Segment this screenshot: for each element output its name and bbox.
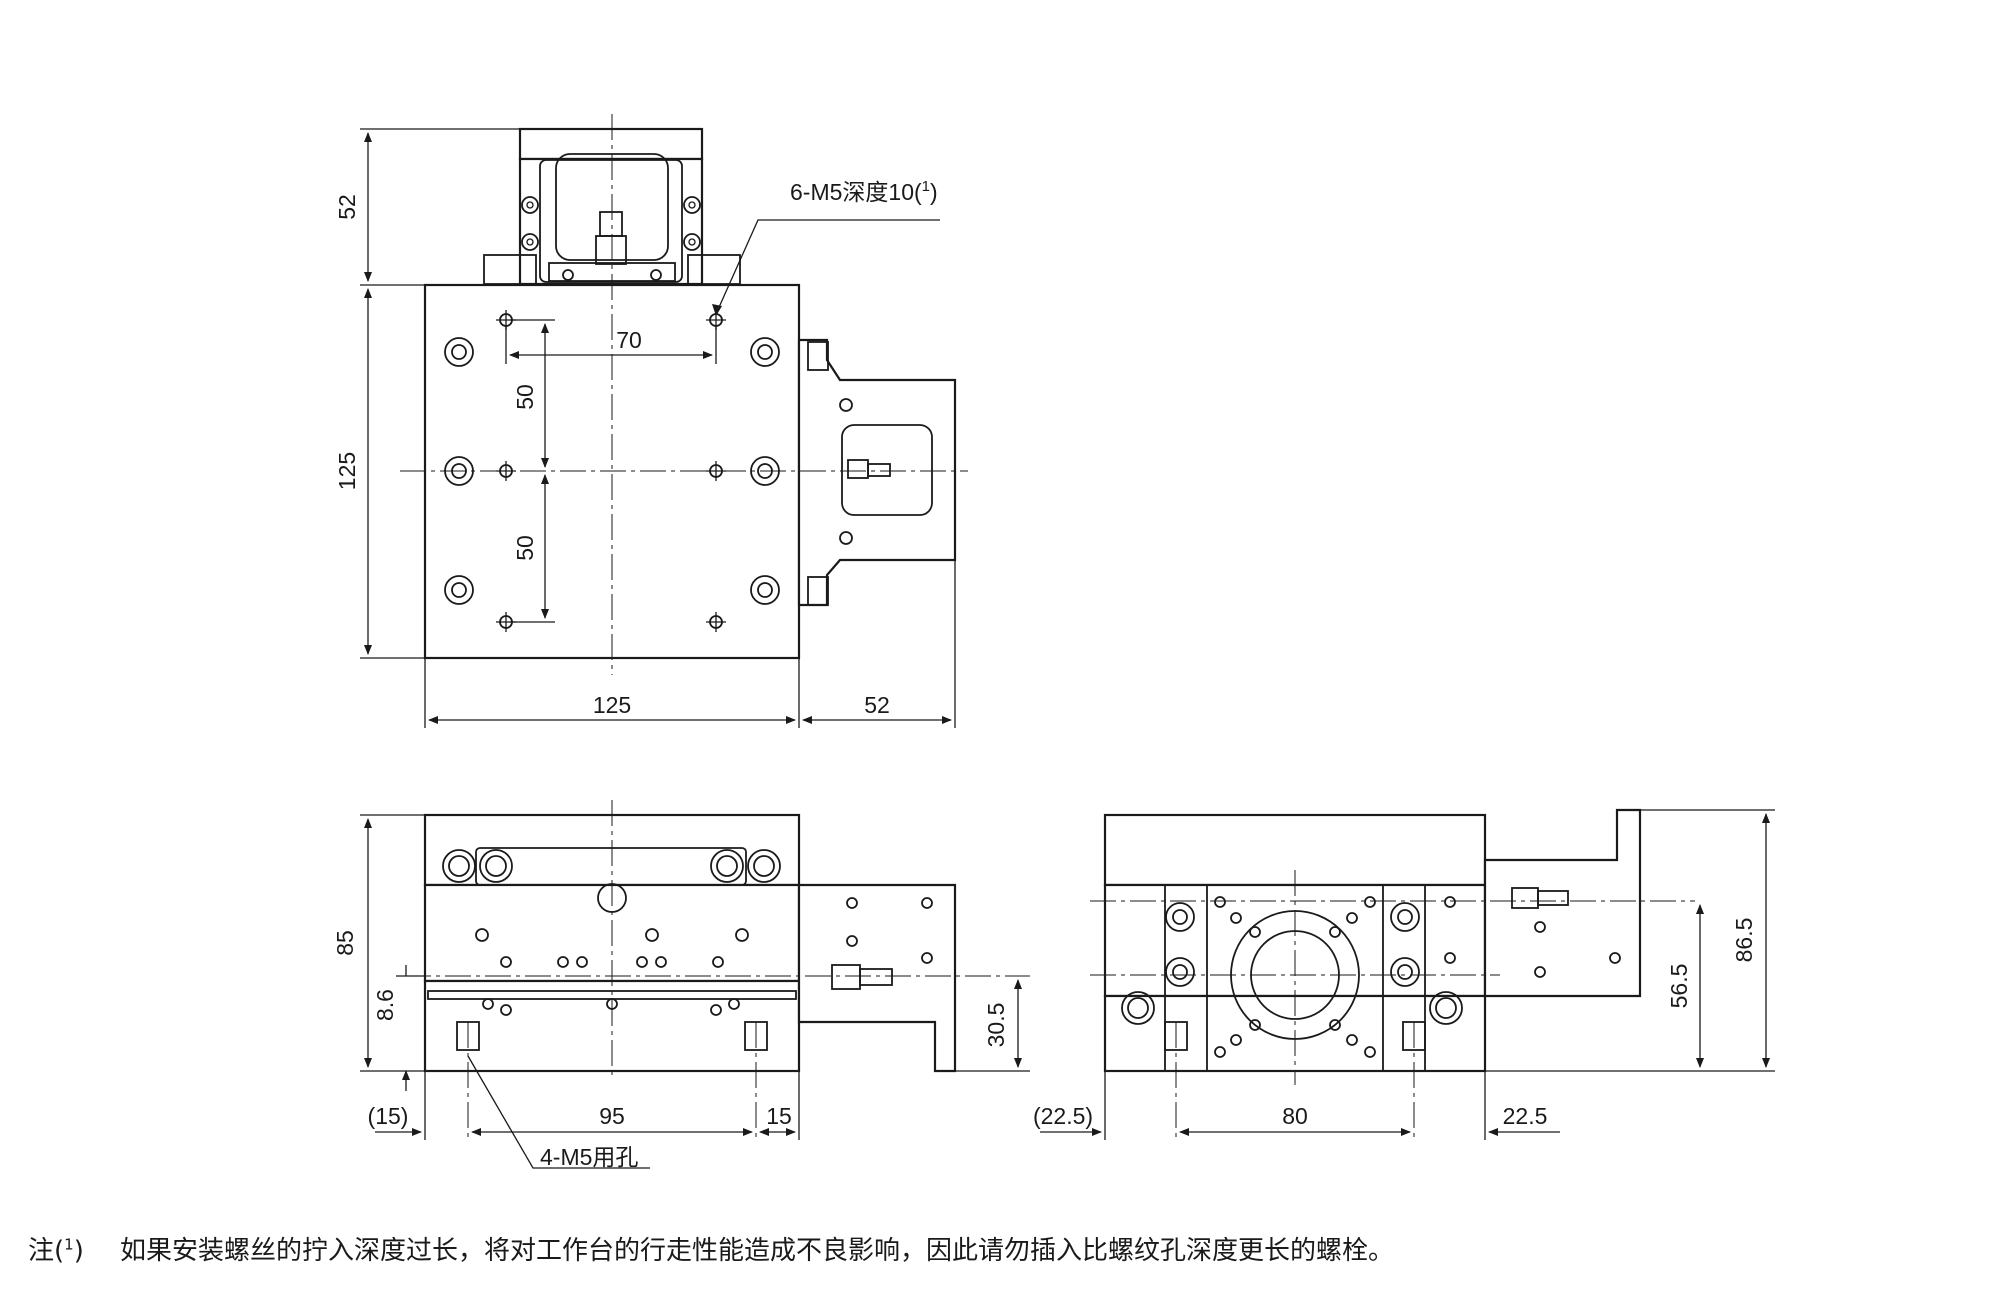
footnote-text: 如果安装螺丝的拧入深度过长，将对工作台的行走性能造成不良影响，因此请勿插入比螺纹… bbox=[120, 1236, 1395, 1266]
front-view: 85 8.6 30.5 (15) 95 15 4-M5用孔 bbox=[332, 800, 1030, 1170]
dim-pitch-y-lower: 50 bbox=[512, 535, 538, 561]
side-right-bracket bbox=[1483, 808, 1642, 998]
dim-top-bracket-height: 52 bbox=[334, 194, 360, 220]
dim-top-bracket-width: 52 bbox=[864, 692, 890, 718]
top-view: 52 125 125 52 70 50 50 6-M5深度10(1) bbox=[334, 114, 968, 728]
dim-front-right-offset: 15 bbox=[766, 1103, 792, 1129]
dim-front-knob-height: 30.5 bbox=[983, 1003, 1009, 1048]
dim-side-knob-height: 56.5 bbox=[1666, 964, 1692, 1009]
dim-front-offset: 8.6 bbox=[372, 989, 398, 1021]
footnote-label: 注(1) bbox=[28, 1235, 84, 1266]
front-right-bracket bbox=[797, 883, 957, 1073]
dim-side-hole-pitch: 80 bbox=[1282, 1103, 1308, 1129]
dim-side-left-offset: (22.5) bbox=[1033, 1103, 1093, 1129]
dim-top-body-height: 125 bbox=[334, 452, 360, 490]
dim-side-right-offset: 22.5 bbox=[1503, 1103, 1548, 1129]
dim-top-body-width: 125 bbox=[593, 692, 631, 718]
callout-tapped-holes: 6-M5深度10(1) bbox=[790, 178, 938, 205]
side-view: (22.5) 80 22.5 56.5 86.5 bbox=[1033, 808, 1775, 1140]
dim-side-total-height: 86.5 bbox=[1731, 918, 1757, 963]
dim-pitch-x: 70 bbox=[616, 327, 642, 353]
footnote: 注(1) 如果安装螺丝的拧入深度过长，将对工作台的行走性能造成不良影响，因此请勿插… bbox=[28, 1230, 1394, 1267]
dim-pitch-y-upper: 50 bbox=[512, 384, 538, 410]
dim-front-height: 85 bbox=[332, 930, 358, 956]
dim-front-left-offset: (15) bbox=[368, 1103, 409, 1129]
dim-front-hole-pitch: 95 bbox=[599, 1103, 625, 1129]
callout-mount-holes: 4-M5用孔 bbox=[540, 1144, 638, 1170]
